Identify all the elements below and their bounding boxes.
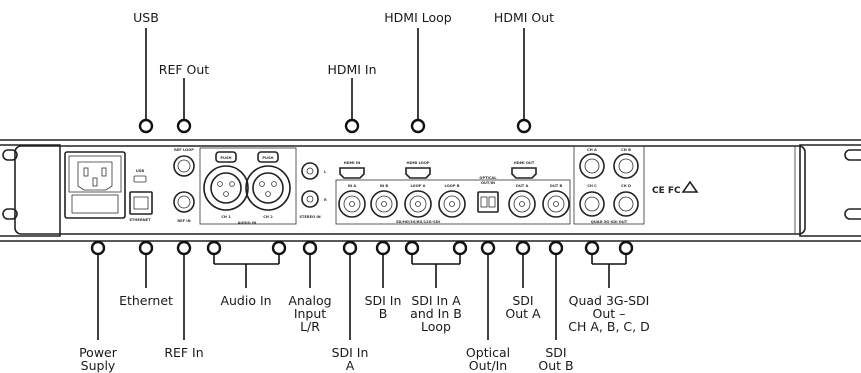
callout-power-2: Suply	[81, 358, 116, 373]
power-connector	[64, 151, 126, 219]
callout-analog-1: Analog	[288, 293, 331, 308]
panel-label-hdmi-out: HDMI OUT	[514, 161, 535, 165]
panel-label-audio-in: AUDIO IN	[238, 221, 257, 225]
panel-label-push2: PUSH	[262, 156, 273, 160]
panel-label-stereo-in: STEREO IN	[299, 215, 320, 219]
panel-label-sdi-strip: SD/HD/3G/6G/12G-SDI	[396, 220, 440, 224]
stereo-rca-ports: L R STEREO IN	[299, 162, 327, 219]
callout-analog-3: L/R	[300, 319, 320, 334]
panel-label-ref-loop: REF LOOP	[174, 148, 194, 152]
panel-label-ch-c: CH C	[587, 184, 597, 188]
callout-power-1: Power	[79, 345, 118, 360]
xlr-audio-ports: PUSH PUSH CH 1 CH 2 AUDIO IN	[199, 147, 297, 225]
callout-ethernet: Ethernet	[119, 293, 173, 308]
rack-ear-left-slots	[2, 149, 18, 220]
callout-sdi-loop-3: Loop	[421, 319, 451, 334]
callout-sdi-out-a-1: SDI	[512, 293, 533, 308]
callout-sdi-out-b-2: Out B	[538, 358, 573, 373]
quad-sdi-ports: CH A CH B CH C CH D QUAD 3G-SDI OUT	[573, 145, 645, 225]
usb-ethernet-ports: USB ETHERNET	[129, 169, 153, 222]
cert-label: CE FC	[652, 186, 681, 196]
panel-label-in-a: IN A	[348, 184, 357, 188]
panel-label-out-b: OUT B	[550, 184, 563, 188]
weee-triangle-icon	[681, 180, 699, 193]
panel-label-ch1: CH 1	[221, 215, 231, 219]
panel-label-optical-2: OUT/IN	[481, 181, 495, 185]
callout-ref-in: REF In	[164, 345, 203, 360]
callout-sdi-in-a-1: SDI In	[332, 345, 369, 360]
panel-label-ch-d: CH D	[621, 184, 631, 188]
ethernet-port	[129, 191, 153, 215]
panel-label-loop-a: LOOP A	[411, 184, 426, 188]
panel-label-out-a: OUT A	[516, 184, 529, 188]
callout-usb: USB	[133, 10, 159, 25]
callout-analog-2: Input	[294, 306, 326, 321]
panel-label-hdmi-in: HDMI IN	[344, 161, 361, 165]
callout-sdi-loop-1: SDI In A	[411, 293, 461, 308]
callout-sdi-in-a-2: A	[346, 358, 355, 373]
callout-sdi-out-a-2: Out A	[505, 306, 541, 321]
optical-port	[477, 191, 499, 213]
callout-sdi-out-b-1: SDI	[545, 345, 566, 360]
sdi-bnc-ports: IN A IN B LOOP A LOOP B OPTICAL OUT/IN O…	[335, 176, 571, 225]
callout-ref-out: REF Out	[159, 62, 210, 77]
callout-hdmi-out: HDMI Out	[494, 10, 554, 25]
certification-marks: CE FC	[652, 180, 699, 196]
panel-label-quad-strip: QUAD 3G-SDI OUT	[591, 220, 628, 224]
panel-label-loop-b: LOOP B	[445, 184, 460, 188]
top-callouts: USB REF Out HDMI In HDMI Loop HDMI Out	[133, 10, 554, 134]
callout-sdi-loop-2: and In B	[410, 306, 462, 321]
panel-label-r: R	[324, 198, 327, 202]
callout-quad-2: Out –	[593, 306, 626, 321]
bottom-callouts: Power Suply Ethernet REF In Audio In Ana…	[79, 240, 650, 373]
callout-optical-2: Out/In	[469, 358, 507, 373]
rack-ear-right-slots	[844, 149, 861, 220]
panel-label-in-b: IN B	[380, 184, 389, 188]
callout-sdi-in-b-2: B	[379, 306, 388, 321]
callout-quad-1: Quad 3G-SDI	[569, 293, 650, 308]
panel-label-ch-a: CH A	[587, 148, 597, 152]
panel-label-hdmi-loop: HDMI LOOP	[406, 161, 429, 165]
ref-ports: REF LOOP REF IN	[173, 148, 195, 223]
panel-label-ch2: CH 2	[263, 215, 273, 219]
panel-label-l: L	[324, 170, 327, 174]
panel-label-optical-1: OPTICAL	[479, 176, 497, 180]
panel-label-ethernet: ETHERNET	[129, 218, 151, 222]
panel-label-ch-b: CH B	[621, 148, 631, 152]
callout-sdi-in-b-1: SDI In	[365, 293, 402, 308]
panel-label-usb: USB	[136, 169, 145, 173]
panel-label-push1: PUSH	[220, 156, 231, 160]
chassis	[0, 139, 861, 242]
callout-optical-1: Optical	[466, 345, 510, 360]
callout-hdmi-in: HDMI In	[327, 62, 376, 77]
callout-hdmi-loop: HDMI Loop	[384, 10, 452, 25]
panel-label-ref-in: REF IN	[177, 219, 190, 223]
callout-audio-in: Audio In	[220, 293, 271, 308]
callout-quad-3: CH A, B, C, D	[568, 319, 649, 334]
hdmi-ports: HDMI IN HDMI LOOP HDMI OUT	[339, 161, 537, 179]
usb-port	[133, 175, 147, 183]
